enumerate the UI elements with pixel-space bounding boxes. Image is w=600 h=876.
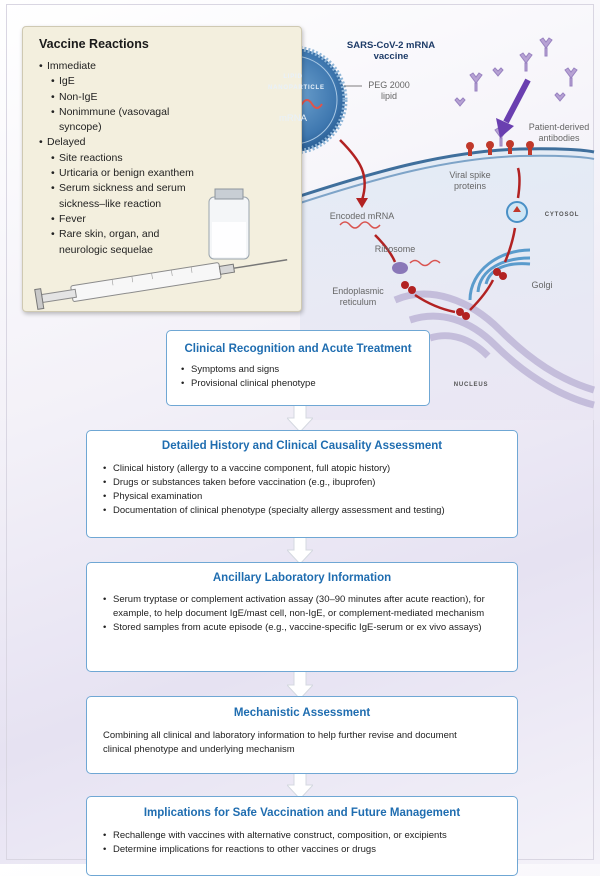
lipid-nanoparticle-label: LIPID NANOPARTICLE [268, 74, 325, 91]
step-1-item: Provisional clinical phenotype [181, 377, 429, 391]
ribosome-label: Ribosome [374, 244, 416, 254]
flow-arrow-2 [287, 536, 313, 564]
step-2-item: Clinical history (allergy to a vaccine c… [103, 462, 517, 476]
flow-arrow-1 [287, 404, 313, 432]
step-1-item: Symptoms and signs [181, 363, 429, 377]
reaction-item: Rare skin, organ, and [39, 227, 194, 243]
ribosome-icon [392, 262, 408, 274]
step-3-list: Serum tryptase or complement activation … [103, 593, 495, 635]
step-clinical-recognition: Clinical Recognition and Acute Treatment… [166, 330, 430, 406]
step-3-item: Stored samples from acute episode (e.g.,… [103, 621, 495, 635]
reaction-item: Immediate [39, 59, 194, 75]
antibody-icons [454, 37, 578, 147]
step-1-title: Clinical Recognition and Acute Treatment [184, 343, 412, 355]
step-2-item: Documentation of clinical phenotype (spe… [103, 504, 517, 518]
vaccine-reactions-panel: Vaccine Reactions ImmediateIgENon-IgENon… [22, 26, 302, 312]
step-ancillary-lab: Ancillary Laboratory Information Serum t… [86, 562, 518, 672]
flow-arrow-3 [287, 671, 313, 699]
step-3-item: Serum tryptase or complement activation … [103, 593, 495, 621]
encoded-mrna-label: Encoded mRNA [329, 211, 395, 221]
spike-protein-blobs [401, 268, 507, 320]
step-4-title: Mechanistic Assessment [233, 707, 371, 719]
step-5-item: Determine implications for reactions to … [103, 843, 517, 857]
reaction-item: Urticaria or benign exanthem [39, 166, 194, 182]
cell-membrane [299, 147, 595, 198]
encoded-mrna-icon [339, 221, 381, 229]
step-5-item: Rechallenge with vaccines with alternati… [103, 829, 517, 843]
reaction-item: Site reactions [39, 151, 194, 167]
reactions-list: ImmediateIgENon-IgENonimmune (vasovagals… [39, 59, 194, 258]
step-5-title: Implications for Safe Vaccination and Fu… [143, 807, 461, 819]
step-4-text: Combining all clinical and laboratory in… [103, 730, 457, 755]
spike-proteins-label: Viral spike proteins [449, 170, 491, 191]
vaccine-title-label: SARS-CoV-2 mRNA vaccine [346, 40, 436, 62]
antibodies-label: Patient-derived antibodies [528, 122, 590, 143]
syringe-and-vial-illustration [34, 188, 288, 310]
reactions-title: Vaccine Reactions [39, 37, 149, 51]
cytosol-label: CYTOSOL [544, 212, 580, 218]
viral-spike-icons [466, 140, 534, 156]
step-detailed-history: Detailed History and Clinical Causality … [86, 430, 518, 538]
reaction-item: Fever [39, 212, 194, 228]
uptake-arrow [339, 139, 367, 201]
endoplasmic-reticulum [393, 290, 595, 409]
step-5-list: Rechallenge with vaccines with alternati… [103, 829, 517, 857]
step-2-list: Clinical history (allergy to a vaccine c… [103, 462, 517, 518]
reaction-item: IgE [39, 74, 194, 90]
step-2-item: Drugs or substances taken before vaccina… [103, 476, 517, 490]
step-2-item: Physical examination [103, 490, 517, 504]
antibody-binding-arrow [503, 78, 531, 124]
golgi-label: Golgi [531, 280, 553, 290]
reaction-item: Serum sickness and serum [39, 181, 194, 197]
peg-label: PEG 2000 lipid [368, 80, 410, 101]
flow-arrow-4 [287, 771, 313, 799]
mrna-label: mRNA [279, 113, 307, 124]
reaction-item: Delayed [39, 135, 194, 151]
nucleus-label: NUCLEUS [453, 382, 489, 388]
reaction-item: syncope) [59, 121, 102, 134]
reaction-item: neurologic sequelae [59, 243, 153, 256]
step-1-list: Symptoms and signs Provisional clinical … [181, 363, 429, 391]
reaction-item: Nonimmune (vasovagal [39, 105, 194, 121]
reaction-item: Non-IgE [39, 90, 194, 106]
step-implications: Implications for Safe Vaccination and Fu… [86, 796, 518, 876]
step-mechanistic-assessment: Mechanistic Assessment Combining all cli… [86, 696, 518, 774]
step-3-title: Ancillary Laboratory Information [212, 572, 392, 584]
er-label: Endoplasmic reticulum [332, 286, 384, 307]
reaction-item: sickness–like reaction [59, 197, 162, 210]
step-2-title: Detailed History and Clinical Causality … [161, 440, 443, 452]
golgi [468, 248, 531, 301]
